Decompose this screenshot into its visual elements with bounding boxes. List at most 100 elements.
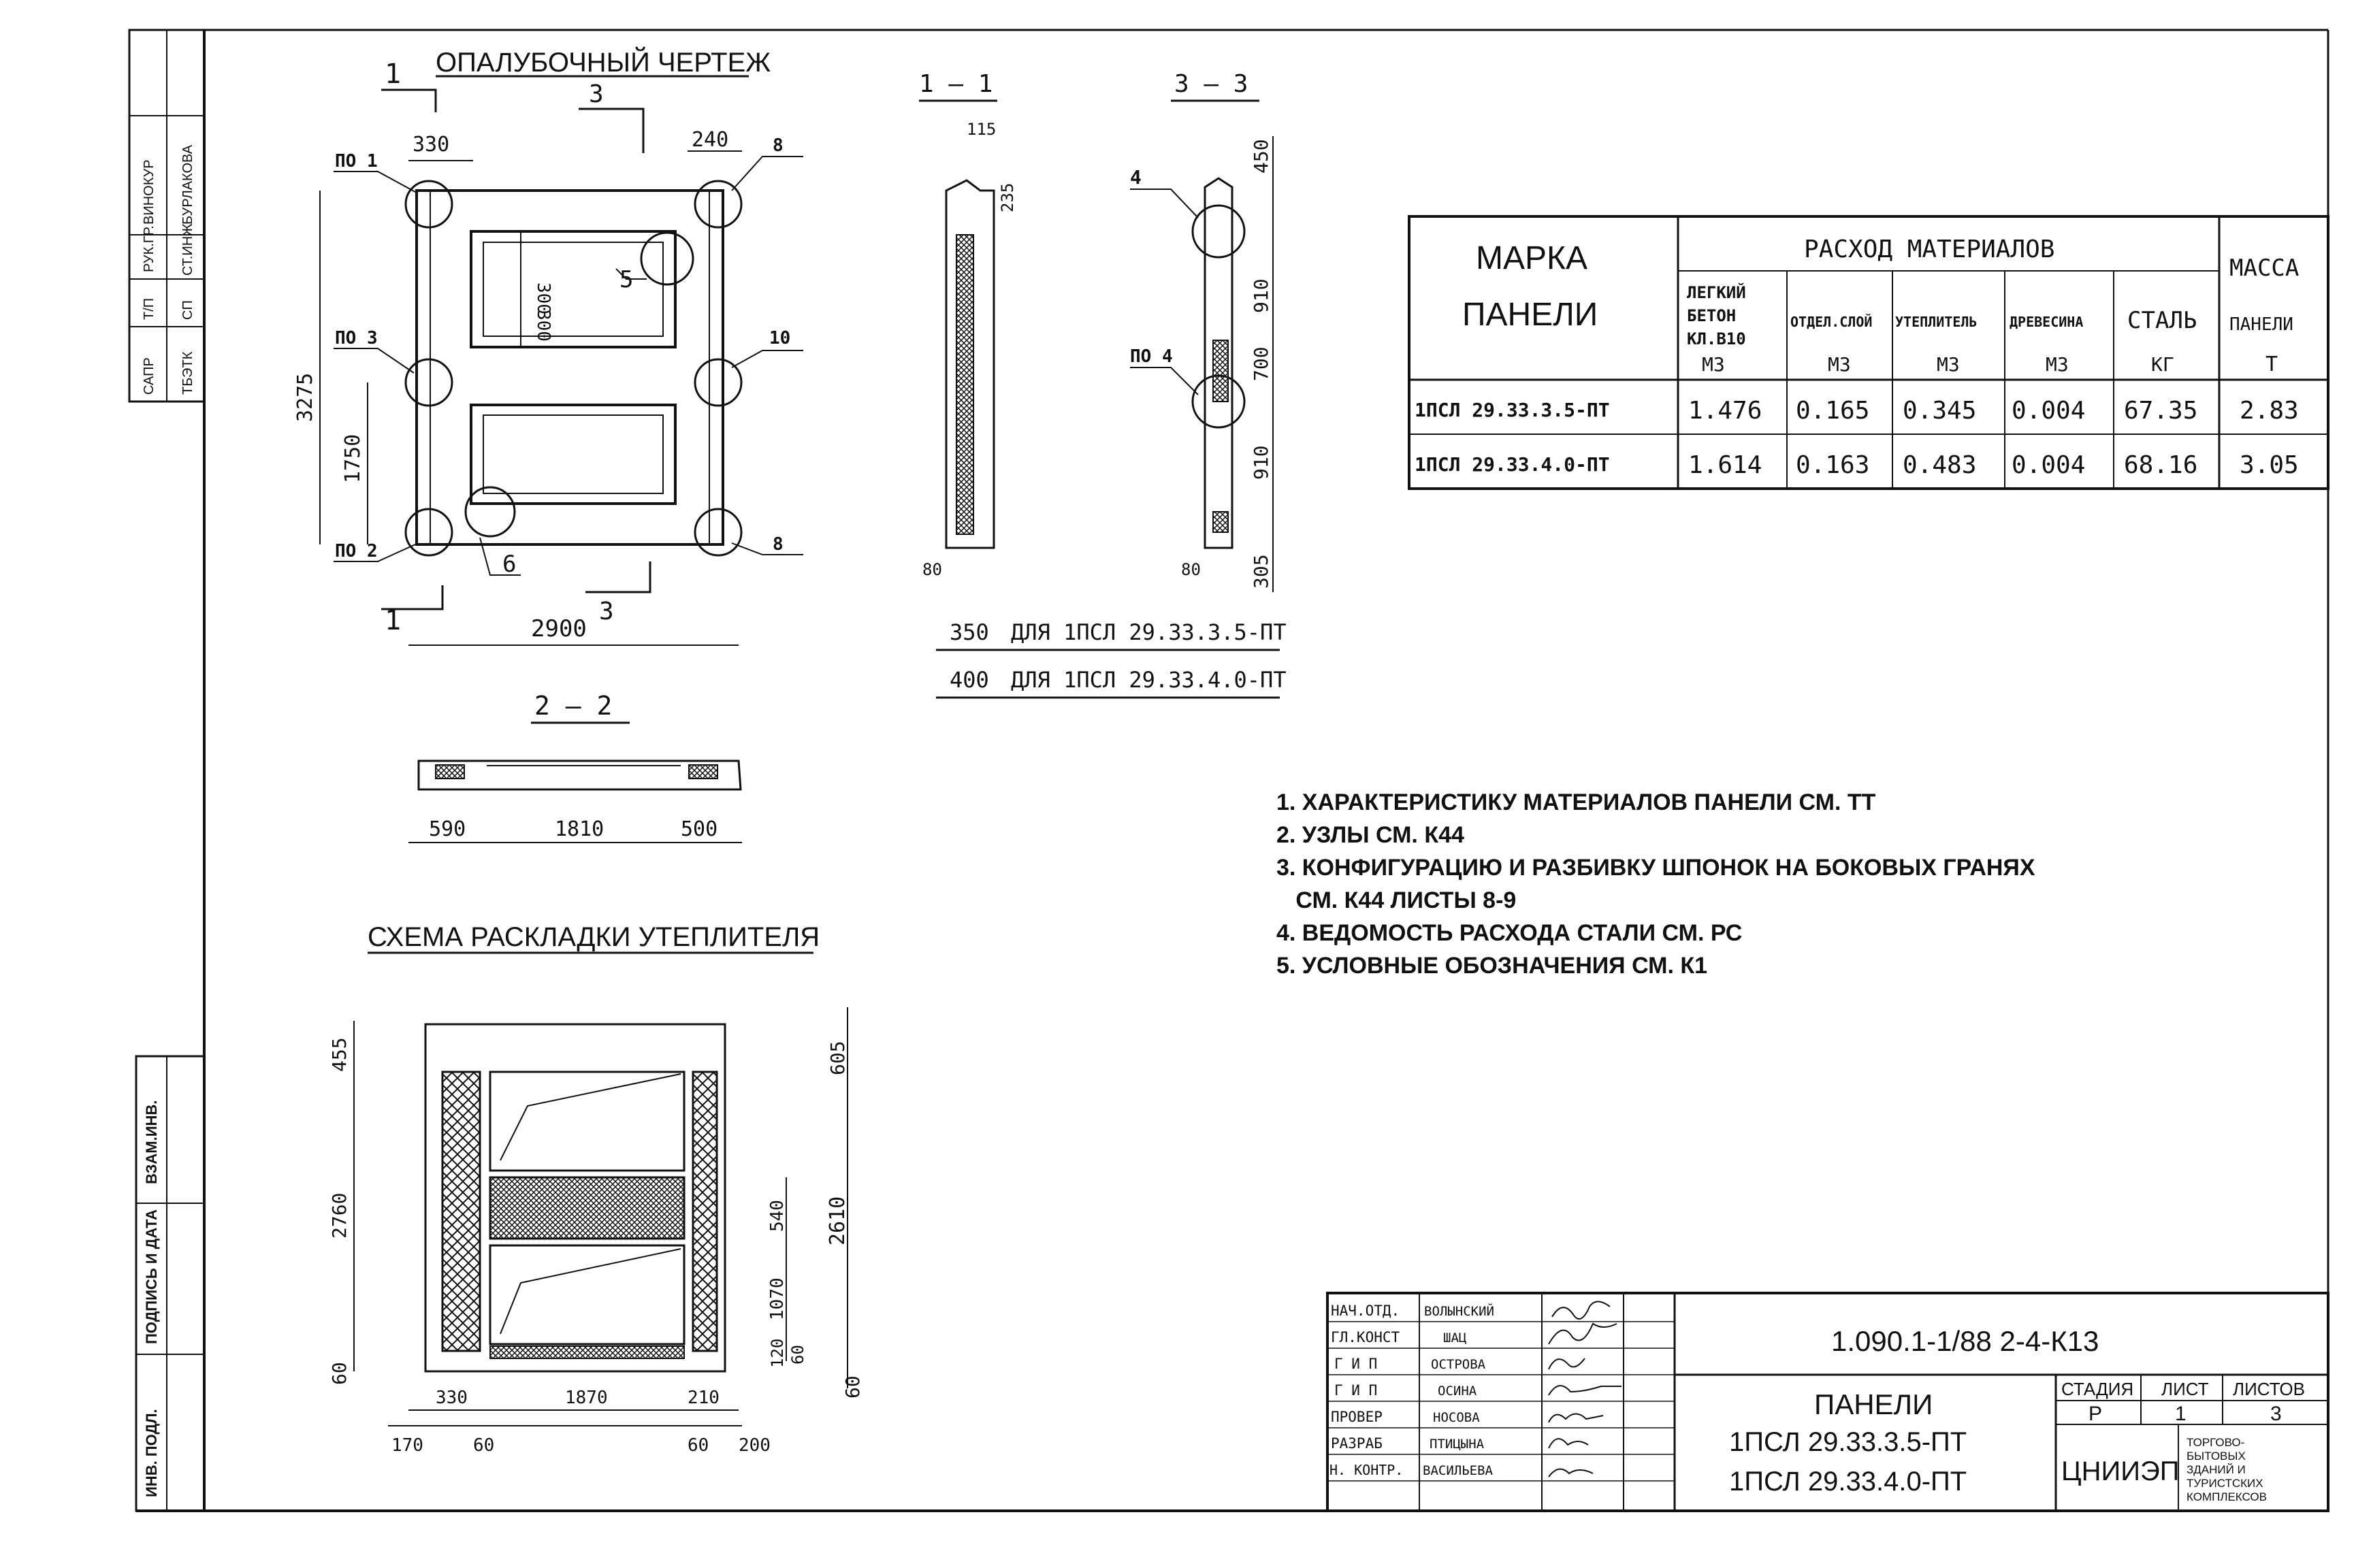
dim-500: 500 [681,817,717,841]
role-nkontr: Н. КОНТР. [1329,1462,1403,1478]
label-po1: ПО 1 [335,151,378,172]
row2-insulation: 0.483 [1903,451,1976,479]
dim-1810: 1810 [555,817,604,841]
org-desc-4: ТУРИСТСКИХ [2187,1477,2263,1490]
dim-2760: 2760 [328,1193,351,1239]
row1-steel: 67.35 [2124,397,2197,425]
stage-value: Р [2088,1403,2102,1425]
section-3-3-title: 3 — 3 [1174,70,1248,98]
drawing-code: 1.090.1-1/88 2-4-К13 [1831,1325,2099,1357]
dim-1750: 1750 [341,434,365,483]
org-desc-2: БЫТОВЫХ [2187,1450,2246,1463]
dim-300b: 300 [533,310,553,342]
dim-210: 210 [688,1388,720,1408]
th-col5: СТАЛЬ [2127,307,2197,334]
note-5: 5. УСЛОВНЫЕ ОБОЗНАЧЕНИЯ СМ. К1 [1276,953,1707,979]
row2-wood: 0.004 [2012,451,2085,479]
org-desc-5: КОМПЛЕКСОВ [2187,1490,2267,1503]
dim-450: 450 [1250,139,1272,174]
dim-60-c: 60 [688,1435,709,1456]
th-col2: ОТДЕЛ.СЛОЙ [1790,314,1872,330]
row2-mark: 1ПСЛ 29.33.4.0-ПТ [1415,453,1610,476]
thickness-350: 350 [950,619,989,645]
org-desc-1: ТОРГОВО- [2187,1436,2244,1449]
stamp-tp: Т/П [142,298,157,320]
dim-1870: 1870 [565,1388,608,1408]
stamp-vinokur: ВИНОКУР [142,159,157,225]
role-nachotd: НАЧ.ОТД. [1331,1303,1400,1319]
title-line-2: 1ПСЛ 29.33.3.5-ПТ [1729,1427,1967,1457]
label-podpis-data: ПОДПИСЬ И ДАТА [143,1209,160,1344]
label-5: 5 [619,266,633,293]
note-1: 1. ХАРАКТЕРИСТИКУ МАТЕРИАЛОВ ПАНЕЛИ СМ. … [1276,789,1876,815]
label-inv-podl: ИНВ. ПОДЛ. [143,1409,160,1497]
sheet-label: ЛИСТ [2161,1379,2209,1399]
note-3-cont: СМ. К44 ЛИСТЫ 8-9 [1276,887,1516,913]
dim-540: 540 [767,1200,788,1232]
dim-120: 120 [768,1339,787,1368]
org-name: ЦНИИЭП [2061,1456,2179,1486]
th-mass-1: МАССА [2229,255,2299,282]
dim-235: 235 [998,183,1017,212]
th-col3-unit: М3 [1937,353,1960,376]
stamp-stinzh: СТ.ИНЖ [180,223,195,276]
materials-table: МАРКА ПАНЕЛИ РАСХОД МАТЕРИАЛОВ МАССА ПАН… [1408,215,2329,490]
name-vasilyeva: ВАСИЛЬЕВА [1423,1463,1494,1478]
thickness-350-text: ДЛЯ 1ПСЛ 29.33.3.5-ПТ [1011,619,1287,645]
section-1-1-title: 1 — 1 [919,70,993,98]
th-col4: ДРЕВЕСИНА [2010,314,2083,330]
dim-200: 200 [739,1435,771,1456]
name-shats: ШАЦ [1443,1330,1466,1345]
org-desc-3: ЗДАНИЙ И [2187,1463,2246,1476]
cut-3-top: 3 [589,80,604,108]
section-2-2: 2 — 2 590 1810 500 [408,691,742,843]
dim-240: 240 [692,128,728,152]
section-2-2-title: 2 — 2 [534,691,612,721]
sheet-value: 1 [2175,1403,2187,1425]
row2-concrete: 1.614 [1688,451,1762,479]
row1-concrete: 1.476 [1688,397,1762,425]
row1-mass: 2.83 [2240,397,2299,425]
th-col3: УТЕПЛИТЕЛЬ [1895,314,1977,330]
dim-3275: 3275 [293,373,317,422]
th-mass-2: ПАНЕЛИ [2229,314,2293,335]
label-8b: 8 [773,534,784,555]
label-8a: 8 [773,135,784,156]
notes: 1. ХАРАКТЕРИСТИКУ МАТЕРИАЛОВ ПАНЕЛИ СМ. … [1276,789,2035,979]
cut-1-top: 1 [385,59,401,90]
stamp-sapr: САПР [142,357,157,395]
dim-2610: 2610 [826,1196,850,1245]
row2-steel: 68.16 [2124,451,2197,479]
cut-1-bottom: 1 [385,605,401,636]
label-po2: ПО 2 [335,541,378,561]
side-strip: ВЗАМ.ИНВ. ПОДПИСЬ И ДАТА ИНВ. ПОДЛ. [135,1055,206,1512]
dim-60-right: 60 [788,1345,807,1365]
title-line-1: ПАНЕЛИ [1814,1388,1933,1420]
th-mass-unit: Т [2265,353,2278,376]
th-col5-unit: КГ [2151,353,2174,376]
note-4: 4. ВЕДОМОСТЬ РАСХОДА СТАЛИ СМ. РС [1276,920,1742,946]
section-3-3: 3 — 3 4 ПО 4 450 910 700 910 305 80 [1130,70,1274,592]
dim-455: 455 [328,1037,351,1072]
role-glkonst: ГЛ.КОНСТ [1331,1329,1400,1345]
formwork-title: ОПАЛУБОЧНЫЙ ЧЕРТЕЖ [436,46,771,78]
dim-910b: 910 [1250,445,1272,480]
signatures [1548,1301,1622,1477]
label-inv-zam: ВЗАМ.ИНВ. [143,1100,160,1184]
thickness-notes: 350 ДЛЯ 1ПСЛ 29.33.3.5-ПТ 400 ДЛЯ 1ПСЛ 2… [936,619,1287,699]
th-col2-unit: М3 [1828,353,1851,376]
th-mark-1: МАРКА [1476,240,1587,276]
role-gip-2: Г И П [1334,1382,1377,1399]
row1-wood: 0.004 [2012,397,2085,425]
stamp-sp: СП [180,300,195,320]
label-4: 4 [1130,166,1142,189]
sheets-value: 3 [2270,1403,2282,1425]
th-mark-2: ПАНЕЛИ [1462,297,1598,333]
dim-330: 330 [413,133,449,157]
th-col1-c: КЛ.В10 [1687,329,1746,348]
section-1-1: 1 — 1 115 235 80 [919,70,1017,579]
name-ostrova: ОСТРОВА [1431,1357,1486,1372]
note-3: 3. КОНФИГУРАЦИЮ И РАЗБИВКУ ШПОНОК НА БОК… [1276,855,2035,881]
dim-2900: 2900 [531,615,587,642]
